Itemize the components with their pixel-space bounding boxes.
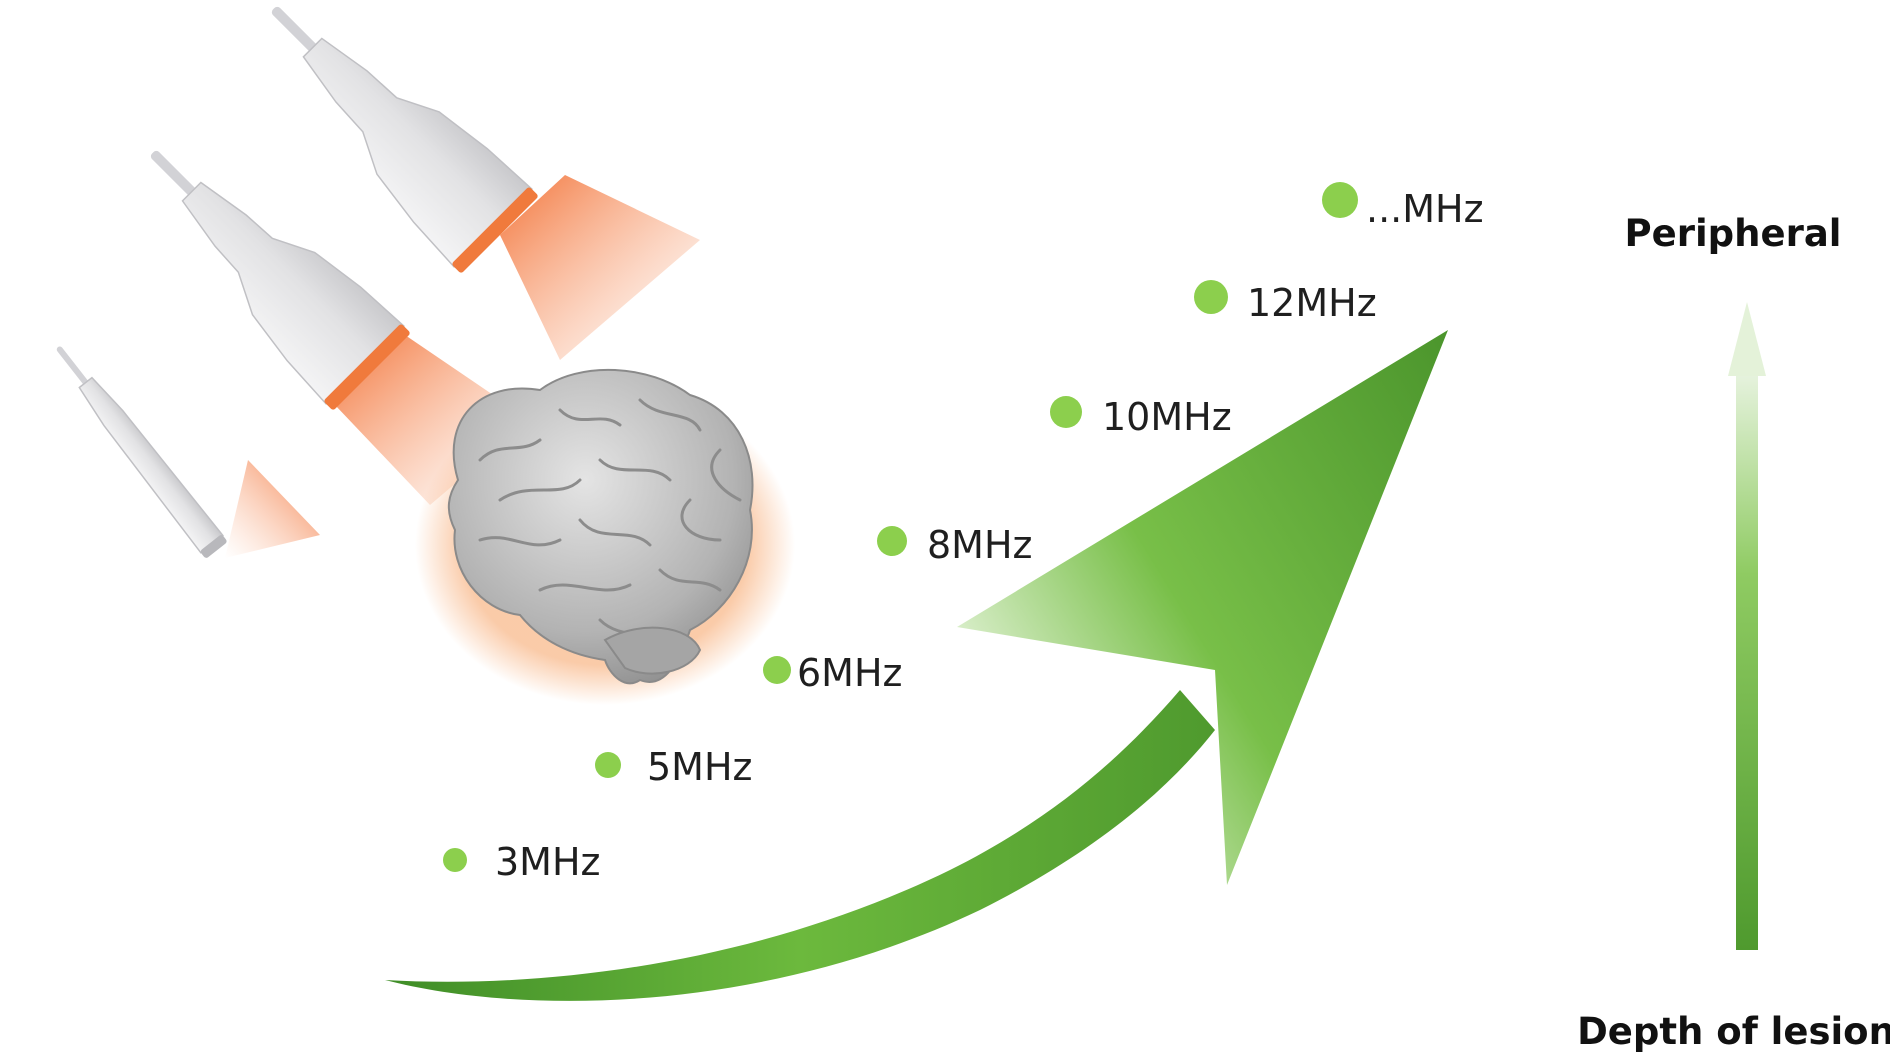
probe-beam-3 [225,460,320,558]
brain-icon [415,368,795,705]
frequency-points: 3MHz 5MHz 6MHz 8MHz 10MHz 12MHz ...MHz [443,182,1484,884]
frequency-label: 12MHz [1247,281,1377,325]
ultrasound-probe-icon [150,150,410,410]
curved-arrow-icon [957,330,1448,885]
frequency-label: 6MHz [797,651,902,695]
axis-top-label: Peripheral [1625,212,1842,255]
frequency-dot [1322,182,1358,218]
frequency-label: 5MHz [647,745,752,789]
axis-bottom-label: Depth of lesion [1577,1010,1890,1053]
curved-arrow-shaft [385,690,1215,1001]
frequency-dot [443,848,467,872]
frequency-dot [595,752,621,778]
frequency-label: ...MHz [1366,187,1484,231]
frequency-dot [763,656,791,684]
frequency-label: 8MHz [927,523,1032,567]
frequency-dot [877,526,907,556]
probe-beam-2 [335,335,530,505]
ultrasound-probe-icon [271,6,538,273]
ultrasound-probe-icon [56,346,227,558]
frequency-label: 10MHz [1102,395,1232,439]
frequency-dot [1194,280,1228,314]
frequency-dot [1050,396,1082,428]
probe-beam-1 [500,175,700,360]
vertical-arrow-icon [1728,302,1766,950]
frequency-label: 3MHz [495,840,600,884]
